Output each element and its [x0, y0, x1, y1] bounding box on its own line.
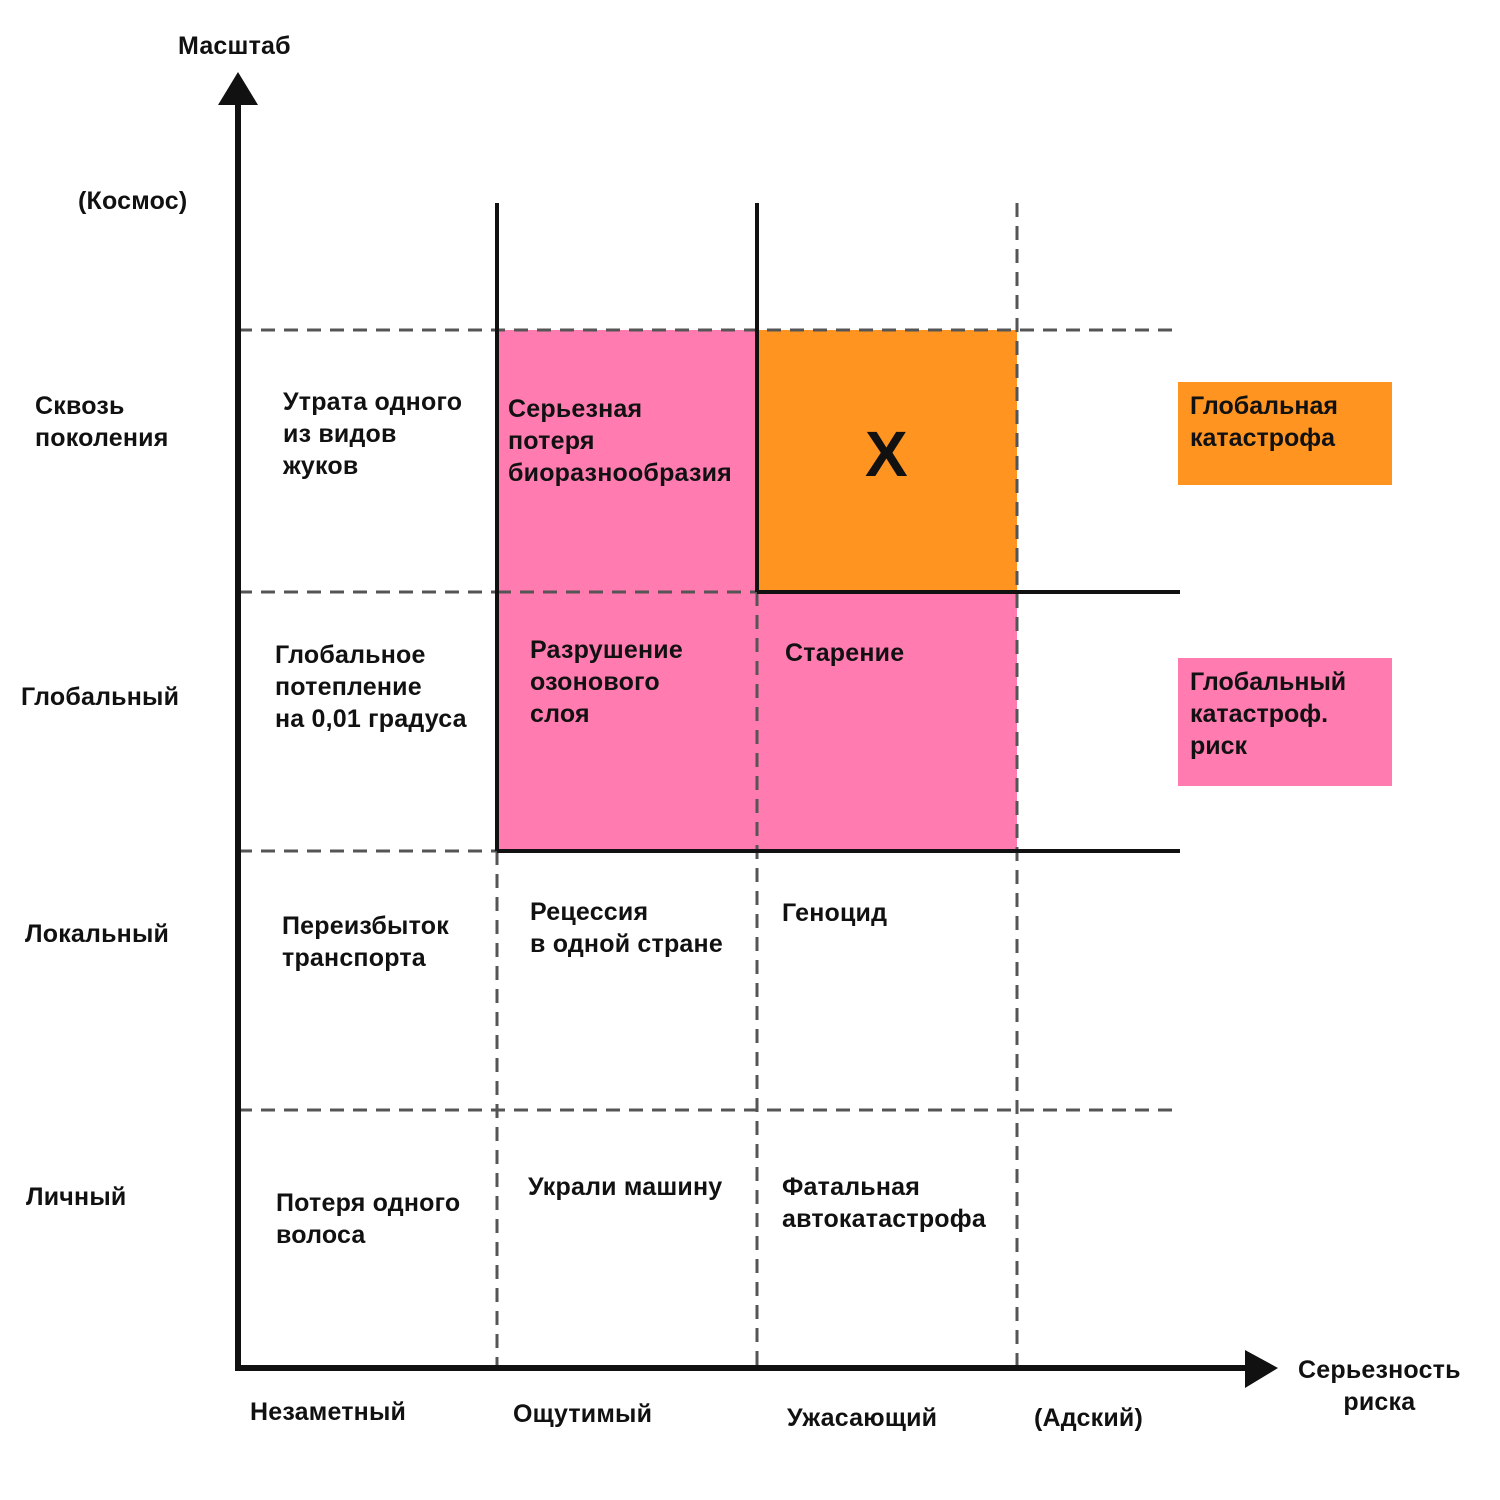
pink-region-top [497, 330, 757, 592]
cell-global-endurable: Разрушение озонового слоя [530, 636, 683, 728]
cell-local-endurable: Рецессия в одной стране [530, 898, 723, 958]
scale-label-personal: Личный [26, 1183, 127, 1211]
cell-personal-crushing: Фатальная автокатастрофа [782, 1173, 986, 1233]
legend-global-catastrophe: Глобальная катастрофа [1178, 382, 1392, 485]
orange-region [757, 330, 1017, 592]
cell-global-crushing: Старение [785, 639, 905, 667]
x-axis-arrowhead [1245, 1350, 1278, 1388]
vertical-grid [495, 203, 1019, 1368]
scale-label-local: Локальный [25, 920, 170, 948]
scale-label-cosmic: (Космос) [78, 187, 188, 215]
x-axis-title: Серьезность риска [1298, 1356, 1461, 1416]
scale-label-global: Глобальный [21, 683, 180, 711]
cell-local-imperceptible: Переизбыток транспорта [282, 912, 449, 972]
cell-gen-crushing-x-mark: X [865, 418, 908, 490]
horizontal-grid [238, 328, 1180, 1112]
cell-gen-endurable: Серьезная потеря биоразнообразия [508, 395, 732, 487]
cell-personal-imperceptible: Потеря одного волоса [276, 1189, 461, 1249]
y-axis-arrowhead [218, 72, 258, 105]
severity-label-imperceptible: Незаметный [250, 1398, 407, 1426]
cell-gen-imperceptible: Утрата одного из видов жуков [283, 388, 463, 480]
cell-local-crushing: Геноцид [782, 899, 888, 927]
severity-label-hellish: (Адский) [1034, 1404, 1143, 1432]
scale-label-generational: Сквозь поколения [35, 392, 169, 452]
severity-label-crushing: Ужасающий [787, 1404, 938, 1432]
severity-label-endurable: Ощутимый [513, 1400, 653, 1428]
legend-global-catastrophic-risk: Глобальный катастроф. риск [1178, 658, 1392, 786]
cell-global-imperceptible: Глобальное потепление на 0,01 градуса [275, 641, 467, 733]
y-axis-title: Масштаб [178, 32, 291, 60]
boundary-lines [495, 203, 1180, 853]
axes [235, 100, 1250, 1371]
cell-personal-endurable: Украли машину [528, 1173, 723, 1201]
